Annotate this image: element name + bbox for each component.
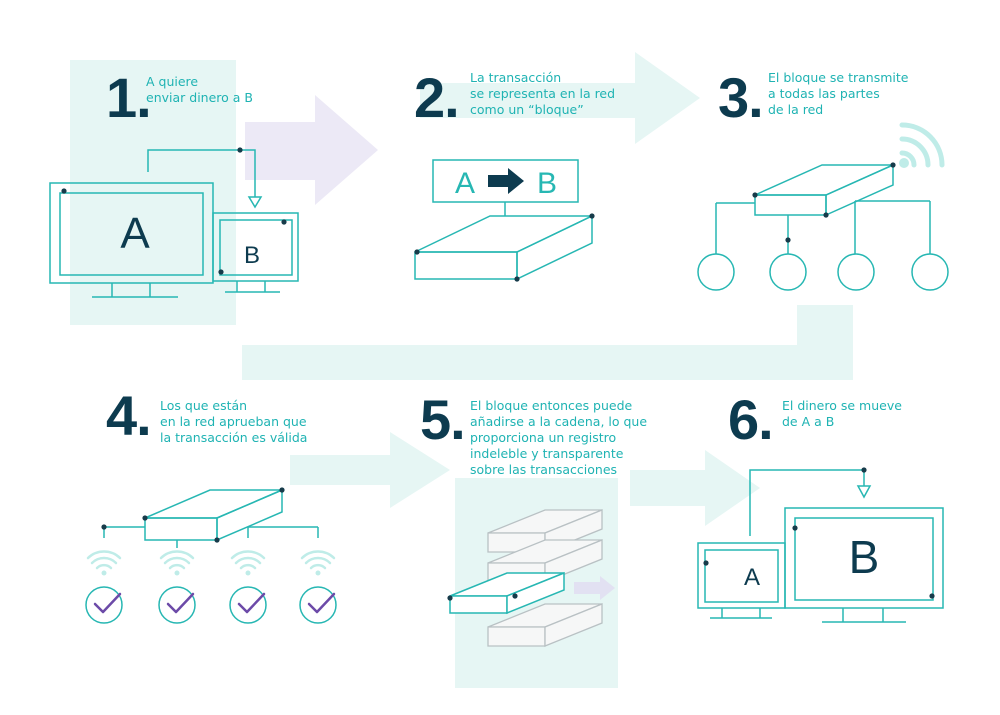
flow-connector-3-4 — [242, 305, 853, 380]
step-4-caption: Los que están en la red aprueban que la … — [160, 398, 308, 445]
wifi-icon — [300, 550, 336, 570]
right-arrow-icon — [574, 576, 615, 600]
step-5-number: 5. — [420, 388, 466, 451]
network-node — [911, 253, 949, 291]
flow-arrow-4-5 — [290, 432, 450, 508]
approval-checks — [85, 586, 337, 624]
monitor-b-label: B — [244, 242, 260, 269]
new-block — [449, 571, 565, 615]
transaction-from: A — [455, 167, 475, 200]
monitor-a-label: A — [120, 209, 150, 258]
checkmark-icon — [158, 586, 196, 624]
monitor-b — [212, 212, 299, 293]
wifi-icon — [86, 550, 122, 570]
connector-line — [147, 149, 240, 172]
step-4-number: 4. — [106, 384, 152, 447]
monitor-b — [784, 507, 944, 623]
step-6-number: 6. — [728, 388, 774, 451]
block — [144, 488, 283, 542]
transaction-to: B — [537, 167, 557, 200]
checkmark-icon — [299, 586, 337, 624]
step4-illustration — [103, 488, 319, 548]
down-arrow-icon — [247, 196, 263, 209]
network-node — [697, 253, 735, 291]
network-node — [837, 253, 875, 291]
step-1-number: 1. — [106, 66, 152, 129]
step-5-caption: El bloque entonces puede añadirse a la c… — [470, 398, 648, 477]
down-arrow-icon — [856, 485, 872, 499]
checkmark-icon — [229, 586, 267, 624]
block — [414, 214, 593, 281]
flow-arrow-2-3 — [420, 52, 700, 144]
step-2-caption: La transacción se representa en la red c… — [470, 70, 616, 117]
block — [754, 163, 894, 217]
step-1-caption: A quiere enviar dinero a B — [146, 74, 253, 105]
flow-arrow-1-2 — [245, 95, 378, 205]
network-node — [769, 253, 807, 291]
connector-line — [240, 149, 256, 197]
step-6-caption: El dinero se mueve de A a B — [782, 398, 902, 429]
wifi-icon — [899, 122, 945, 168]
wifi-icon — [159, 550, 195, 570]
step-3-caption: El bloque se transmite a todas las parte… — [768, 70, 909, 117]
step3-illustration — [697, 163, 949, 291]
wifi-icon — [230, 550, 266, 570]
monitor-a-label: A — [744, 564, 760, 591]
monitor-a — [697, 542, 786, 619]
flow-arrow-5-6 — [630, 450, 760, 526]
chain-block — [487, 603, 603, 647]
checkmark-icon — [85, 586, 123, 624]
node-dots — [61, 147, 287, 275]
connector-line — [749, 469, 865, 536]
step1-illustration — [49, 149, 299, 298]
monitor-b-label: B — [849, 531, 880, 583]
step-3-number: 3. — [718, 66, 764, 129]
right-arrow-icon — [488, 168, 524, 194]
step6-illustration — [697, 469, 944, 623]
step-2-number: 2. — [414, 66, 460, 129]
